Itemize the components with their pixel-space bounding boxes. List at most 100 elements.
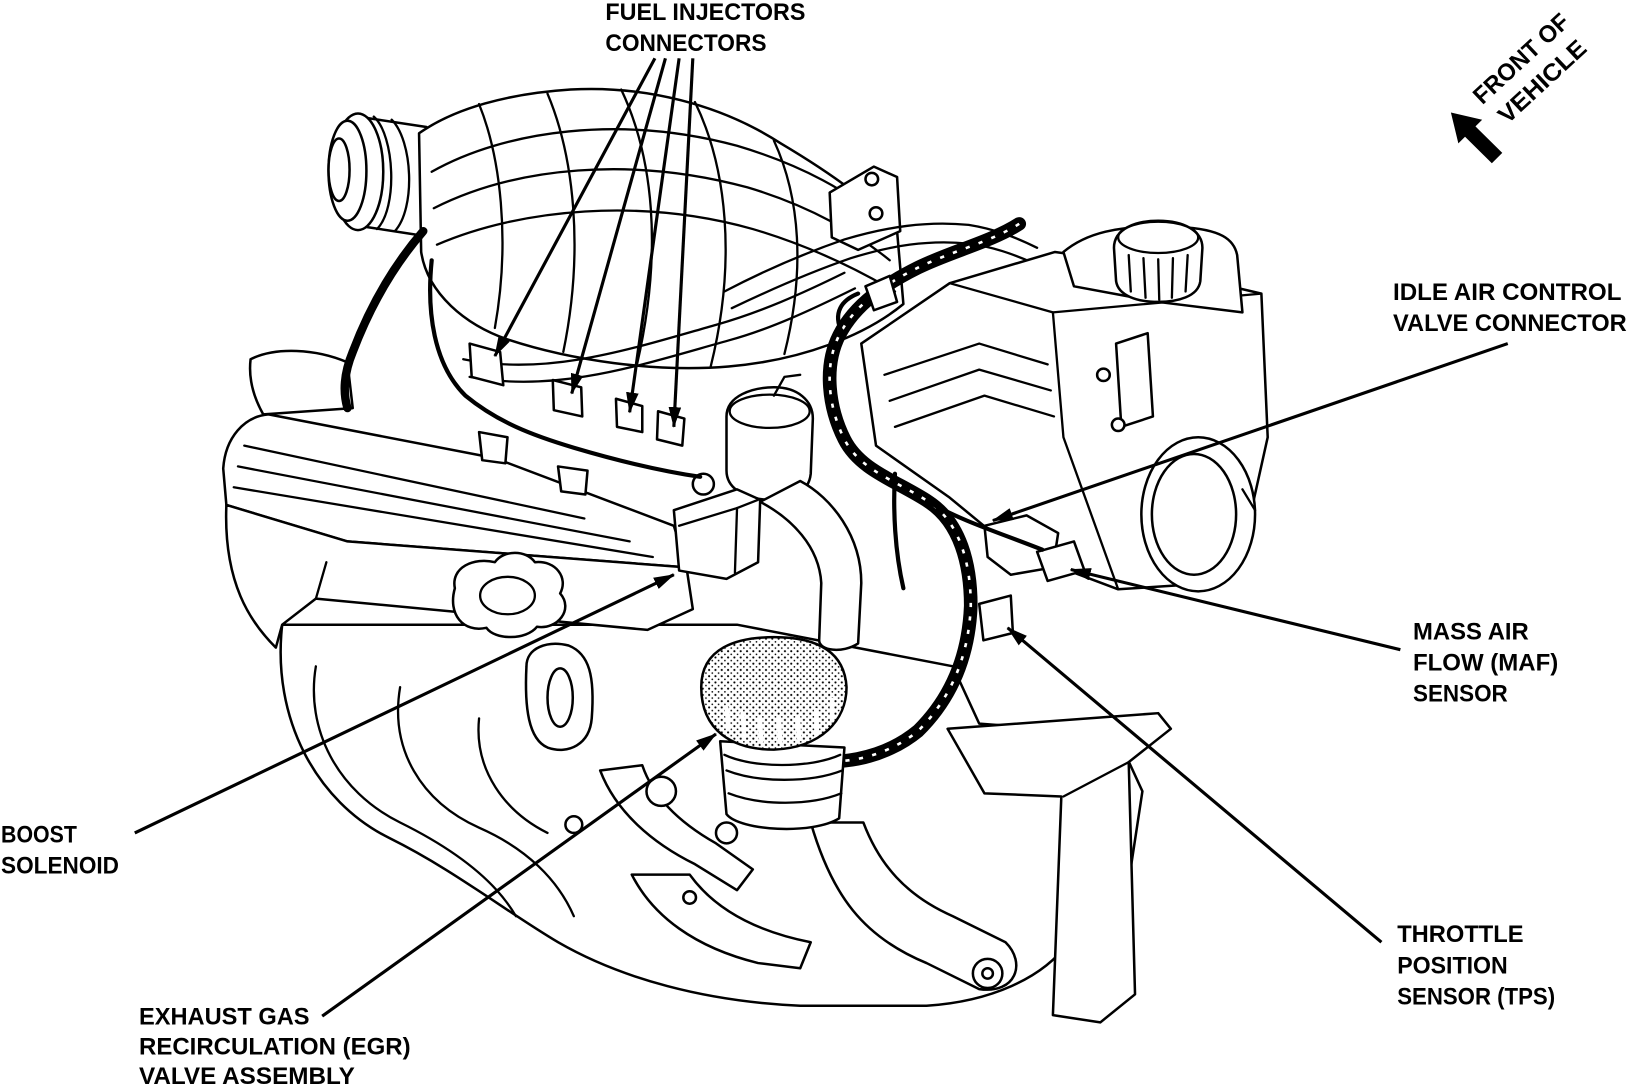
oil-filler-cap-center [478,575,537,616]
bolt [1095,367,1112,383]
label-idle-air-control-line-1: IDLE AIR CONTROL [1393,279,1621,306]
bolt [564,815,584,835]
coolant-pipe [730,241,1034,310]
supercharger-lobe [477,102,504,330]
valve-cover-rib [236,465,631,543]
label-egr-line-1: EXHAUST GAS [139,1004,310,1031]
throttle-body-edge [1051,311,1120,591]
leader-line-idle-air-control [991,342,1509,523]
bolt [691,472,716,496]
label-fuel-injectors-connectors-line-1: FUEL INJECTORS [605,0,805,26]
supercharger-pulley-hub [327,137,351,203]
supercharger-lobe [772,139,799,356]
egr-valve-clamp [723,753,842,767]
label-egr-valve-assembly: EXHAUST GAS RECIRCULATION (EGR) VALVE AS… [139,1004,411,1088]
supercharger-lobe [620,88,654,366]
label-maf-line-2: FLOW (MAF) [1413,650,1558,677]
label-maf-line-3: SENSOR [1413,681,1508,708]
wiring-harness [774,217,1027,769]
engine-mount-bracket-edge [1062,760,1130,798]
front-of-vehicle-arrow-icon [1450,112,1503,164]
valve-cover-edge [314,561,328,600]
throttle-body-rib [893,394,1056,429]
boost-solenoid-edge [733,506,739,574]
throttle-position-sensor [977,594,1015,642]
label-maf-line-1: MASS AIR [1413,618,1529,645]
wiring-harness-branch [836,291,861,336]
fuel-rail [462,271,846,366]
bolt [868,205,884,221]
leader-line-fuel-injector-connector [493,57,657,357]
label-boost-solenoid: BOOST SOLENOID [1,821,119,879]
lift-bracket-slot [546,667,575,728]
maf-sensor-bracket [1241,488,1257,512]
boost-solenoid [672,488,762,581]
injector-wiring [428,258,703,479]
exhaust-manifold-runner [312,665,518,918]
coolant-reservoir-cap-top [1117,220,1200,255]
leader-line-tps [1006,626,1383,944]
label-boost-solenoid-line-2: SOLENOID [1,853,119,880]
bolt [1110,417,1126,433]
pcv-canister-neck [772,373,802,397]
throttle-body-rib [883,342,1049,376]
supercharger-snout-groove [390,118,411,233]
wiring-harness-branch [892,471,906,591]
bolt [714,821,739,845]
label-tps-line-1: THROTTLE [1397,921,1523,948]
label-idle-air-control-line-2: VALVE CONNECTOR [1393,310,1627,337]
exhaust-manifold-runner [477,717,549,835]
engine-mount-bracket [946,711,1173,1024]
vacuum-hose [340,226,428,413]
coolant-reservoir-cap-fluting [1127,253,1189,301]
throttle-body-rib [888,368,1052,402]
front-of-vehicle-arrow-shape [1450,112,1503,164]
leader-line-boost-solenoid [134,573,675,835]
bolt [645,775,678,808]
bolt [682,889,698,905]
label-boost-solenoid-line-1: BOOST [1,821,77,848]
label-tps-line-3: SENSOR (TPS) [1397,984,1555,1011]
egr-valve-base-detail [725,769,844,804]
label-fuel-injectors-connectors: FUEL INJECTORS CONNECTORS [605,0,805,57]
spark-plug-boot [477,430,509,465]
wiring-harness-branch [926,499,1045,552]
valve-cover-rib [243,444,586,520]
leader-line-egr-valve [321,732,717,1018]
valve-cover-rib [232,486,654,559]
harness-connector [864,274,899,312]
egr-valve-dome-vents [724,697,834,745]
supercharger-snout-groove [372,115,393,231]
label-throttle-position-sensor: THROTTLE POSITION SENSOR (TPS) [1397,921,1555,1010]
egr-valve-base [718,740,846,831]
bolt [864,171,880,187]
throttle-linkage [1114,331,1155,429]
fuel-injector-connector [551,378,584,418]
coolant-hose [758,479,863,652]
spark-plug-boot [556,465,589,496]
maf-sensor-inlet-inner [1150,452,1238,576]
label-egr-line-2: RECIRCULATION (EGR) [139,1034,411,1061]
leader-line-fuel-injector-connector [626,58,681,414]
fuel-rail [468,287,857,383]
fuel-injector-connector [614,397,644,434]
label-fuel-injectors-connectors-line-2: CONNECTORS [605,30,766,57]
label-egr-line-3: VALVE ASSEMBLY [139,1063,355,1088]
exhaust-manifold-flange [630,873,812,970]
leader-line-fuel-injector-connector [668,58,695,428]
leader-line-fuel-injector-connector [570,57,667,395]
oil-filler-cap [451,551,567,639]
engine-illustration [221,87,1269,1024]
leader-lines [134,57,1509,1018]
fuel-injector-connector [655,410,686,447]
accessory-bracket-arm [809,821,1018,991]
egr-valve-dome [699,635,848,751]
label-mass-air-flow-sensor: MASS AIR FLOW (MAF) SENSOR [1413,618,1558,707]
label-idle-air-control-valve-connector: IDLE AIR CONTROL VALVE CONNECTOR [1393,279,1627,337]
leader-line-maf-sensor [1069,567,1401,652]
label-tps-line-2: POSITION [1397,953,1508,980]
cylinder-head-rear [248,349,354,416]
exhaust-manifold-runner [396,686,575,918]
